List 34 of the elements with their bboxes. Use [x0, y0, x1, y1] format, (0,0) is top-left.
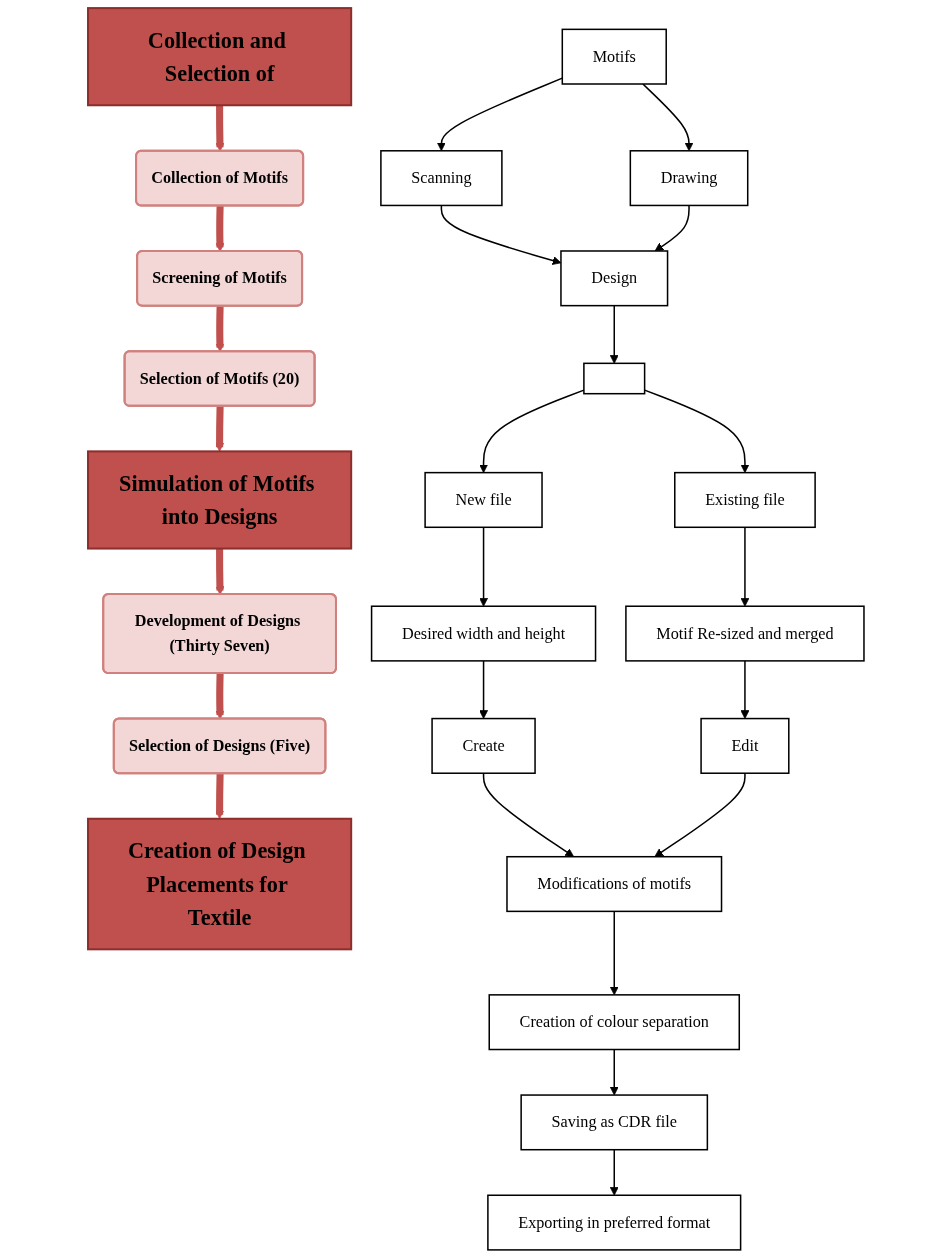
arrow [609, 1148, 619, 1196]
node-box: Scanning [380, 150, 503, 207]
node-box: Drawing [629, 150, 749, 207]
node-box: Desired width and height [370, 605, 597, 662]
node-box: Motifs [561, 28, 667, 85]
arrow [740, 526, 750, 607]
node-box: Edit [700, 717, 790, 774]
arrow [609, 304, 619, 364]
arrow [654, 204, 690, 252]
node-box: Simulation of Motifs into Designs [87, 450, 353, 550]
node-box: Motif Re-sized and merged [625, 605, 865, 662]
node-box: Saving as CDR file [520, 1094, 709, 1151]
node-box: Design [560, 250, 669, 307]
node-box: Existing file [674, 471, 816, 529]
arrow [609, 910, 619, 996]
arrow [215, 673, 225, 720]
arrow [479, 526, 488, 607]
node-box: Modifications of motifs [506, 855, 723, 913]
node-box: Creation of Design Placements for Textile [87, 817, 353, 951]
arrow [479, 660, 488, 719]
arrow [215, 548, 225, 595]
node-box: Exporting in preferred format [487, 1194, 742, 1251]
node-box: New file [424, 471, 543, 529]
node-box: Creation of colour separation [488, 994, 741, 1051]
arrow [654, 772, 746, 858]
arrow [609, 1048, 619, 1096]
arrow [215, 105, 225, 152]
arrow [740, 660, 750, 719]
node-box: Collection and Selection of [87, 7, 353, 107]
arrow [642, 83, 694, 152]
arrow [215, 406, 225, 452]
node-box: Create [431, 717, 536, 774]
node-box [583, 362, 646, 395]
arrow [482, 772, 575, 858]
